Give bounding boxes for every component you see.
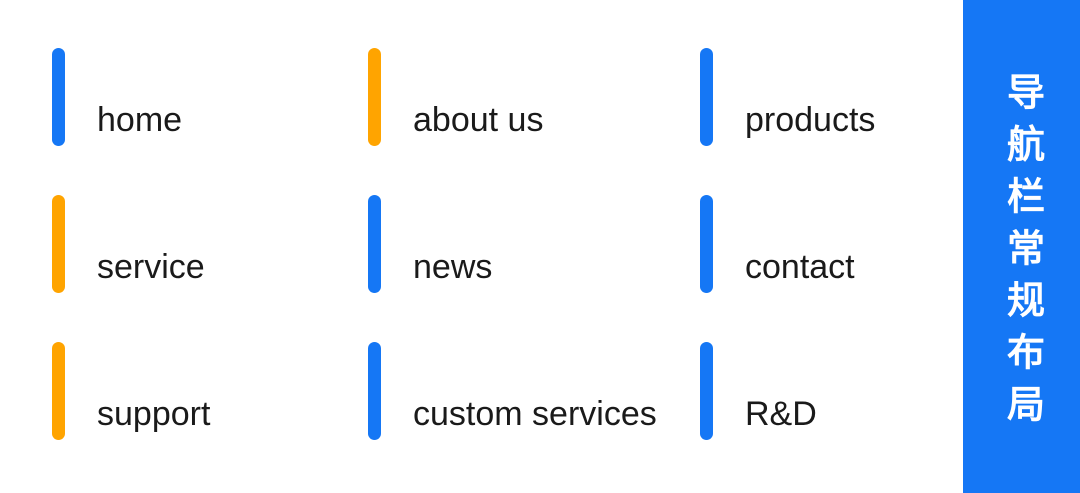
nav-item-label: products	[745, 100, 876, 139]
nav-item-home[interactable]: home	[52, 48, 368, 146]
nav-item-label: support	[97, 394, 211, 433]
nav-item-label: service	[97, 247, 205, 286]
nav-item-products[interactable]: products	[700, 48, 932, 146]
nav-item-contact[interactable]: contact	[700, 195, 932, 293]
accent-bar	[368, 195, 381, 293]
nav-item-label: news	[413, 247, 493, 286]
nav-item-rd[interactable]: R&D	[700, 342, 932, 440]
nav-grid: home about us products service news cont…	[52, 48, 932, 440]
accent-bar	[700, 195, 713, 293]
nav-item-label: custom services	[413, 394, 657, 433]
nav-item-custom-services[interactable]: custom services	[368, 342, 700, 440]
sidebar: 导航栏常规布局	[963, 0, 1080, 493]
nav-item-label: R&D	[745, 394, 817, 433]
nav-item-support[interactable]: support	[52, 342, 368, 440]
accent-bar	[700, 48, 713, 146]
accent-bar	[52, 195, 65, 293]
accent-bar	[368, 342, 381, 440]
accent-bar	[52, 342, 65, 440]
accent-bar	[700, 342, 713, 440]
nav-item-label: home	[97, 100, 183, 139]
nav-item-news[interactable]: news	[368, 195, 700, 293]
accent-bar	[52, 48, 65, 146]
nav-item-label: contact	[745, 247, 855, 286]
nav-item-about-us[interactable]: about us	[368, 48, 700, 146]
accent-bar	[368, 48, 381, 146]
nav-item-service[interactable]: service	[52, 195, 368, 293]
nav-item-label: about us	[413, 100, 544, 139]
sidebar-title: 导航栏常规布局	[1000, 71, 1043, 436]
